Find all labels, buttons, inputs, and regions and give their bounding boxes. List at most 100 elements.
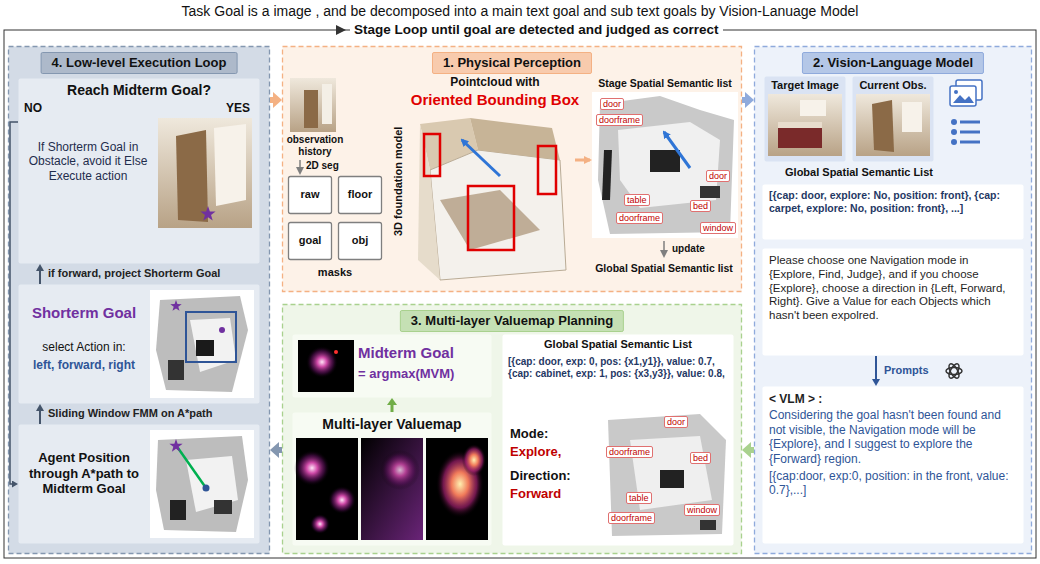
stage-map	[592, 92, 738, 238]
step-text: select Action in:	[22, 340, 146, 354]
astar-map	[150, 430, 254, 538]
gpt-icon	[946, 362, 962, 379]
diagram-title: Task Goal is a image , and be decomposed…	[0, 3, 1040, 19]
step-box: Reach Midterm Goal? If Shorterm Goal in O…	[18, 78, 260, 264]
target-photo	[768, 94, 842, 156]
box-outline	[289, 177, 332, 214]
answer-text: Considering the goal hasn't been found a…	[769, 408, 1017, 466]
box-outline	[283, 305, 742, 554]
loop-label: Stage Loop until goal are detected and j…	[350, 22, 723, 38]
door-photo	[158, 118, 252, 228]
section-heading: Oriented Bounding Box	[400, 91, 590, 108]
image-box: Current Obs.	[852, 76, 934, 162]
box-outline	[19, 79, 260, 264]
step-label: 2D seg	[306, 160, 339, 172]
list-text: [{cap: door, exp: 0, pos: {x1,y1}}, valu…	[508, 356, 730, 380]
box-outline	[763, 185, 1024, 240]
box-outline	[19, 425, 260, 544]
map-tag: table	[626, 492, 652, 504]
box-outline	[283, 47, 742, 292]
section-heading: Global Spatial Semantic List	[764, 166, 954, 179]
panel-title: 1. Physical Perception	[432, 52, 592, 74]
box-outline	[293, 335, 492, 398]
valuemap-box: Multi-layer Valuemap	[292, 412, 492, 546]
box-outline	[9, 47, 270, 554]
map-tag: doorframe	[616, 212, 663, 224]
mask-box: raw	[288, 176, 332, 214]
list-heading: Global Spatial Semantic List	[506, 338, 730, 351]
image-title: Current Obs.	[852, 79, 934, 92]
list-icon	[951, 119, 980, 145]
edge-label: if forward, project Shorterm Goal	[48, 267, 220, 280]
connector-arrow	[39, 271, 41, 284]
box-outline	[763, 249, 1024, 356]
box-outline	[19, 285, 260, 404]
panel-title: 3. Multi-layer Valuemap Planning	[400, 310, 624, 332]
prompt-text: Please choose one Navigation mode in {Ex…	[769, 254, 1017, 323]
shortterm-map	[150, 290, 254, 398]
answer-heading: < VLM > :	[769, 392, 1017, 406]
edge-label: Prompts	[884, 364, 929, 377]
image-caption: Stage Spatial Semantic list	[588, 77, 742, 89]
map-tag: door	[600, 98, 624, 110]
step-text: Agent Position through A*path to Midterm…	[22, 450, 146, 497]
image-icon	[950, 80, 982, 106]
observation-photo	[290, 78, 336, 132]
map-tag: window	[684, 504, 720, 516]
edge-label: Sliding Window FMM on A*path	[48, 407, 212, 420]
connector-arrow	[742, 97, 745, 103]
valuemap-layers	[294, 438, 488, 540]
step-label: update	[672, 243, 705, 255]
step-heading: Reach Midterm Goal?	[18, 82, 260, 99]
image-caption: masks	[288, 266, 382, 279]
box-outline	[755, 47, 1032, 554]
connector-arrow	[279, 447, 282, 453]
valuemap-title: Multi-layer Valuemap	[292, 416, 492, 433]
goal-box: Midterm Goal= argmax(MVM)	[292, 334, 492, 398]
current-photo	[856, 94, 930, 156]
pointcloud	[418, 118, 566, 280]
connector-arrow	[391, 405, 394, 412]
box-outline	[339, 223, 382, 260]
box-outline	[765, 77, 846, 162]
map-tag: door	[664, 416, 688, 428]
box-outline	[503, 335, 734, 546]
map-tag: bed	[690, 200, 711, 212]
stage-panel: Target Image Current Obs. [{cap: door, exp…	[754, 46, 1032, 554]
mask-box: floor	[338, 176, 382, 214]
box-outline	[853, 77, 934, 162]
action-list: left, forward, right	[22, 358, 146, 372]
global-map	[602, 410, 730, 540]
image-caption: Global Spatial Semantic list	[588, 262, 740, 274]
map-tag: doorframe	[606, 446, 653, 458]
mode-value: Forward	[510, 486, 600, 502]
mask-name: floor	[338, 188, 382, 201]
connector-arrow	[270, 97, 273, 103]
model-label: 3D foundation model	[392, 116, 405, 246]
mask-box: goal	[288, 222, 332, 260]
image-box: Target Image	[764, 76, 846, 162]
list-box: [{cap: door, explore: No, position: fron…	[762, 184, 1024, 240]
box-outline	[293, 413, 492, 546]
mask-box: obj	[338, 222, 382, 260]
goal-heading: Midterm Goal	[358, 344, 488, 362]
branch-label: YES	[226, 102, 250, 116]
box-outline	[339, 177, 382, 214]
mode-key: Mode:	[510, 426, 600, 442]
prompt-box: Please choose one Navigation mode in {Ex…	[762, 248, 1024, 356]
answer-box: < VLM > : Considering the goal hasn't bee…	[762, 386, 1024, 544]
mode-key: Direction:	[510, 468, 600, 484]
step-box: Agent Position through A*path to Midterm…	[18, 424, 260, 544]
panel-title: 2. Vision-Language Model	[802, 52, 984, 74]
step-box: Shorterm Goalselect Action in:left, forw…	[18, 284, 260, 404]
section-heading: Pointcloud with	[405, 76, 585, 90]
step-text: If Shorterm Goal in Obstacle, avoid it E…	[24, 140, 152, 183]
answer-list: [{cap:door, exp:0, position: in the fron…	[769, 469, 1017, 498]
image-title: Target Image	[764, 79, 846, 92]
connector-arrow	[39, 411, 41, 424]
map-tag: doorframe	[608, 512, 655, 524]
map-tag: door	[706, 170, 730, 182]
connector-arrow	[875, 356, 877, 379]
combined-valuemap	[298, 340, 354, 392]
map-tag: doorframe	[596, 114, 643, 126]
